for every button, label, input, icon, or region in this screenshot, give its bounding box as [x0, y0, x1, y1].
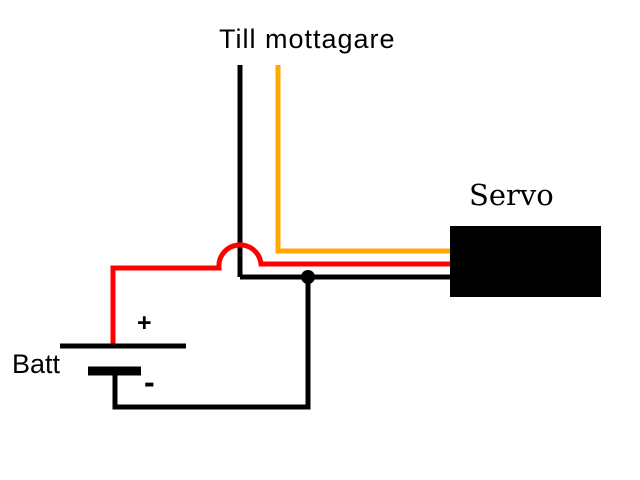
- servo-label: Servo: [469, 178, 554, 212]
- battery-label: Batt: [12, 349, 61, 379]
- battery-positive-wire: [110, 242, 452, 346]
- servo-body: [450, 226, 601, 297]
- battery-plus-sign: +: [137, 309, 152, 337]
- battery-minus-sign: -: [144, 364, 155, 400]
- battery-negative-wire: [112, 277, 311, 410]
- junction-dot: [301, 270, 315, 284]
- receiver-label: Till mottagare: [219, 24, 396, 54]
- receiver-orange-wire: [275, 65, 452, 254]
